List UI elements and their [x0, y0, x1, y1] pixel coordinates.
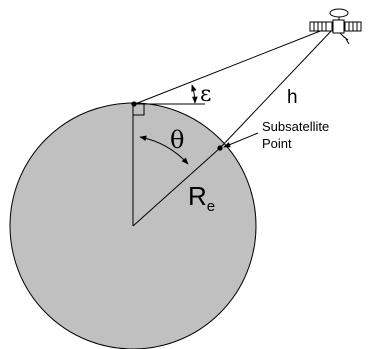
- subsatellite-pointer: [223, 132, 259, 148]
- earth-radius-subscript: e: [207, 198, 215, 215]
- elevation-angle-arc: [191, 84, 198, 104]
- altitude-line: [219, 27, 335, 149]
- earth-radius-line: [132, 147, 221, 227]
- right-angle-marker: [132, 103, 145, 116]
- elevation-angle-label: ε: [200, 82, 211, 107]
- line-of-sight: [134, 25, 334, 105]
- subsatellite-point-dot: [217, 145, 223, 151]
- earth-radius-symbol: R: [188, 181, 207, 211]
- altitude-label: h: [287, 87, 298, 108]
- satellite-icon: [309, 8, 362, 45]
- central-angle-label: θ: [170, 126, 184, 154]
- ground-station-point: [131, 101, 137, 107]
- earth-radius-label: Re: [188, 181, 215, 215]
- subsatellite-label-line1: Subsatellite: [262, 119, 329, 134]
- subsatellite-label-line2: Point: [262, 136, 292, 151]
- central-angle-arc: [139, 135, 189, 165]
